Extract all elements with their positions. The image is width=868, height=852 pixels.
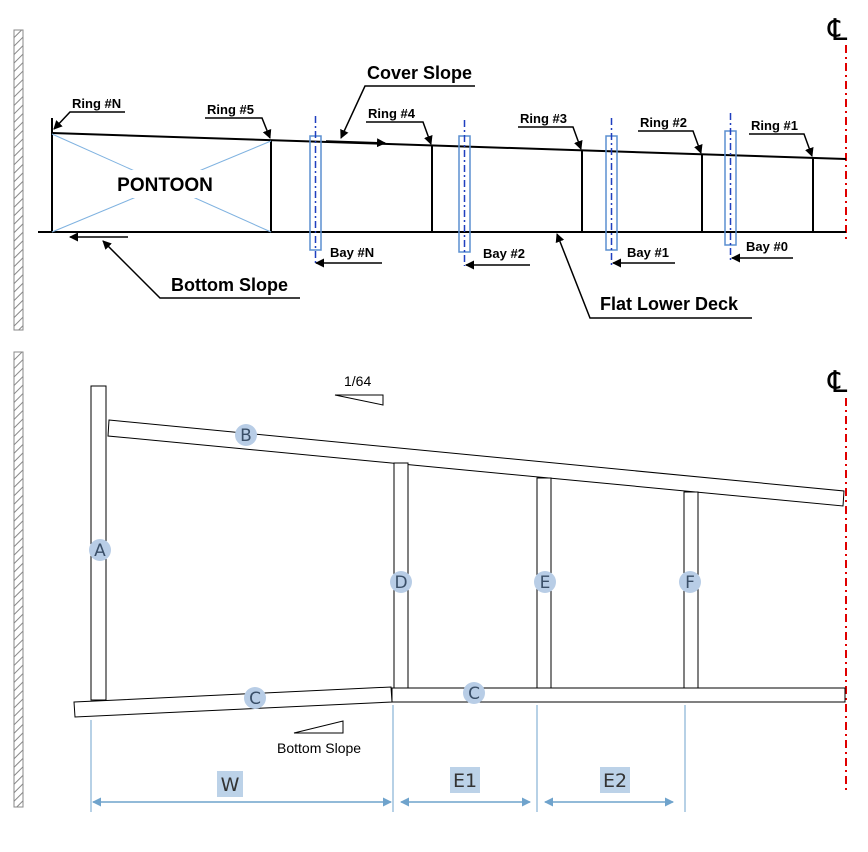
flat-lower-deck-label: Flat Lower Deck: [600, 294, 739, 314]
bottom-slope-triangle: [293, 720, 344, 734]
svg-text:C: C: [249, 689, 261, 709]
cover-slope-label: Cover Slope: [367, 63, 472, 83]
bay-1-marker: [605, 118, 618, 266]
bay-2-label: Bay #2: [483, 246, 525, 261]
member-label-a: A: [89, 539, 111, 561]
bay-0-marker: [724, 113, 737, 262]
svg-text:E1: E1: [453, 770, 477, 792]
dim-label-e2: E2: [600, 767, 630, 793]
ring-4-label: Ring #4: [368, 106, 416, 121]
bottom-slope-label: Bottom Slope: [277, 740, 361, 756]
pontoon-label: PONTOON: [117, 175, 213, 196]
bottom-structure: ℄ 1/64 A B C C: [13, 351, 847, 812]
slope-ratio-label: 1/64: [344, 373, 371, 389]
centerline-symbol-top: ℄: [827, 13, 847, 48]
ring-2-label: Ring #2: [640, 115, 687, 130]
ring-n-label: Ring #N: [72, 96, 121, 111]
svg-text:E2: E2: [603, 770, 627, 792]
bottom-slope-label-top: Bottom Slope: [171, 275, 288, 295]
member-label-c-flat: C: [463, 682, 485, 704]
member-label-e: E: [534, 571, 556, 593]
svg-text:A: A: [94, 541, 106, 561]
svg-text:C: C: [468, 684, 480, 704]
bay-0-label: Bay #0: [746, 239, 788, 254]
tank-shell-wall-top: [13, 29, 24, 331]
svg-text:D: D: [394, 573, 407, 593]
slope-ratio-triangle: [334, 394, 384, 406]
cover-slope-line: [51, 132, 847, 160]
member-label-d: D: [390, 571, 412, 593]
ring-3-label: Ring #3: [520, 111, 567, 126]
bay-2-marker: [458, 120, 471, 266]
member-c-sloped: [73, 686, 393, 718]
ring-1-label: Ring #1: [751, 118, 798, 133]
tank-shell-wall-bottom: [13, 351, 24, 808]
member-b: [107, 419, 845, 507]
svg-text:W: W: [221, 774, 240, 796]
dim-label-w: W: [217, 771, 243, 797]
svg-text:F: F: [685, 573, 695, 593]
centerline-symbol-bottom: ℄: [827, 365, 847, 400]
svg-text:E: E: [540, 573, 551, 593]
bay-n-marker: [309, 116, 322, 266]
member-label-f: F: [679, 571, 701, 593]
cover-slope-arrow: [325, 138, 386, 148]
dim-label-e1: E1: [450, 767, 480, 793]
member-label-b: B: [235, 424, 257, 446]
member-label-c-sloped: C: [244, 687, 266, 709]
top-schematic: ℄ PONTOON Ring #N Ring #5 Ring #4 Ring #…: [13, 13, 847, 331]
bay-1-label: Bay #1: [627, 245, 669, 260]
bay-n-label: Bay #N: [330, 245, 374, 260]
ring-5-label: Ring #5: [207, 102, 254, 117]
svg-text:B: B: [240, 426, 252, 446]
member-c-flat: [391, 687, 846, 703]
